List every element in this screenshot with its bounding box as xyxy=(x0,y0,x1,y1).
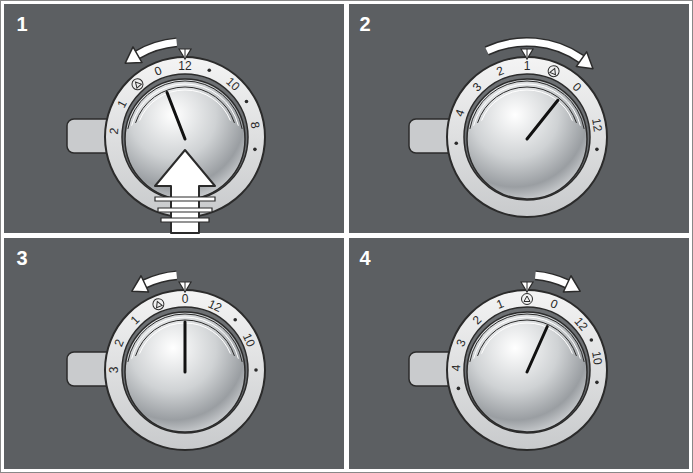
dial xyxy=(67,42,265,217)
dial xyxy=(409,275,607,450)
scale-number: 12 xyxy=(590,117,604,132)
rotate-arrow xyxy=(125,42,177,63)
rotate-arrow xyxy=(535,275,580,292)
panel-number: 1 xyxy=(16,14,27,34)
scale-number: 12 xyxy=(178,60,191,72)
steam-symbol xyxy=(522,294,533,305)
rotate-arrow xyxy=(132,275,177,292)
scale-number: 3 xyxy=(108,367,120,374)
dial xyxy=(67,275,265,450)
scale-number: 4 xyxy=(450,364,462,371)
steam-symbol xyxy=(546,64,560,78)
steam-symbol xyxy=(130,76,146,92)
panel-number: 3 xyxy=(16,248,27,268)
scale-number: 8 xyxy=(248,120,261,129)
panel-number: 4 xyxy=(359,248,370,268)
dial xyxy=(409,42,607,217)
steam-symbol xyxy=(151,297,165,311)
push-arrow xyxy=(155,150,215,233)
scale-number: 1 xyxy=(524,60,531,72)
rotate-arrow xyxy=(487,42,593,69)
scale-number: 10 xyxy=(590,350,604,365)
scale-number: 0 xyxy=(182,293,189,305)
scale-number: 2 xyxy=(108,127,121,135)
panel-number: 2 xyxy=(359,14,370,34)
